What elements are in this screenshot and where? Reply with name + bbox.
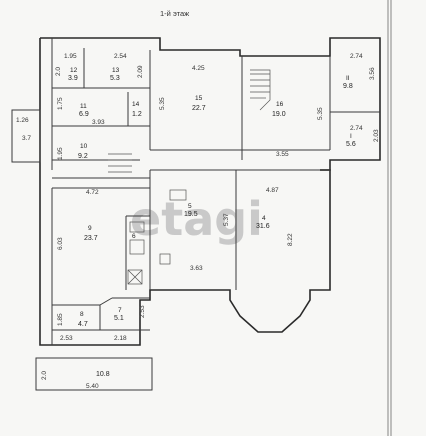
outer-walls	[39, 37, 381, 346]
svg-text:2.09: 2.09	[137, 65, 144, 78]
svg-text:2.53: 2.53	[60, 335, 73, 342]
room-15-number: 15	[195, 95, 203, 102]
room-13-number: 13	[112, 67, 120, 74]
terrace	[35, 357, 153, 391]
svg-text:2.74: 2.74	[350, 125, 363, 132]
room-5-number: 5	[188, 203, 192, 210]
svg-text:8.22: 8.22	[287, 233, 294, 246]
room-12-number: 12	[70, 67, 78, 74]
room-9-area: 23.7	[84, 235, 98, 242]
room-ii-area: 9.8	[343, 83, 353, 90]
room-7-number: 7	[118, 307, 122, 314]
svg-text:2.0: 2.0	[41, 371, 48, 380]
room-7-area: 5.1	[114, 315, 124, 322]
svg-text:5.35: 5.35	[317, 107, 324, 120]
interior-walls	[51, 38, 380, 345]
room-labels: 12 3.9 13 5.3 11 6.9 14 1.2 15 22.7 16 1…	[68, 67, 356, 378]
floor-title: 1-й этаж	[160, 9, 189, 18]
room-terrace-area: 10.8	[96, 371, 110, 378]
room-14-number: 14	[132, 101, 140, 108]
room-ii-number: II	[346, 75, 350, 82]
svg-text:6.03: 6.03	[57, 237, 64, 250]
room-5-area: 19.5	[184, 211, 198, 218]
svg-text:1.26: 1.26	[16, 117, 29, 124]
svg-text:3.63: 3.63	[190, 265, 203, 272]
staircase-small	[108, 153, 132, 173]
room-9-number: 9	[88, 225, 92, 232]
svg-text:2.53: 2.53	[139, 305, 146, 318]
svg-text:5.35: 5.35	[159, 97, 166, 110]
svg-text:4.72: 4.72	[86, 189, 99, 196]
svg-text:5.40: 5.40	[86, 383, 99, 390]
room-10-number: 10	[80, 143, 88, 150]
svg-text:1.95: 1.95	[64, 53, 77, 60]
room-11-area: 6.9	[79, 111, 89, 118]
room-15-area: 22.7	[192, 105, 206, 112]
svg-text:3.55: 3.55	[276, 151, 289, 158]
svg-text:5.37: 5.37	[223, 213, 230, 226]
svg-text:2.18: 2.18	[114, 335, 127, 342]
room-14-area: 1.2	[132, 111, 142, 118]
room-4-area: 31.6	[256, 223, 270, 230]
room-12-area: 3.9	[68, 75, 78, 82]
svg-text:4.25: 4.25	[192, 65, 205, 72]
svg-text:3.56: 3.56	[369, 67, 376, 80]
svg-text:1.95: 1.95	[57, 147, 64, 160]
svg-text:1.85: 1.85	[57, 313, 64, 326]
svg-text:2.03: 2.03	[373, 129, 380, 142]
room-i-area: 5.6	[346, 141, 356, 148]
room-16-area: 19.0	[272, 111, 286, 118]
svg-text:3.93: 3.93	[92, 119, 105, 126]
svg-text:2.54: 2.54	[114, 53, 127, 60]
room-6-number: 6	[132, 233, 136, 240]
svg-text:2.74: 2.74	[350, 53, 363, 60]
room-i-number: I	[350, 133, 352, 140]
room-13-area: 5.3	[110, 75, 120, 82]
svg-text:4.87: 4.87	[266, 187, 279, 194]
svg-text:1.75: 1.75	[57, 97, 64, 110]
watermark: etagi	[130, 192, 263, 246]
room-4-number: 4	[262, 215, 266, 222]
svg-text:3.7: 3.7	[22, 135, 31, 142]
staircase-main	[250, 69, 271, 111]
room-11-number: 11	[80, 103, 87, 110]
room-10-area: 9.2	[78, 153, 88, 160]
left-porch	[11, 109, 41, 163]
dimension-labels: 1.95 2.54 2.0 2.09 4.25 2.74 3.56 1.75 3…	[16, 53, 380, 390]
kitchen-fixtures	[127, 189, 187, 285]
room-16-number: 16	[276, 101, 284, 108]
room-8-area: 4.7	[78, 321, 88, 328]
room-8-number: 8	[80, 311, 84, 318]
svg-text:2.0: 2.0	[55, 67, 62, 76]
